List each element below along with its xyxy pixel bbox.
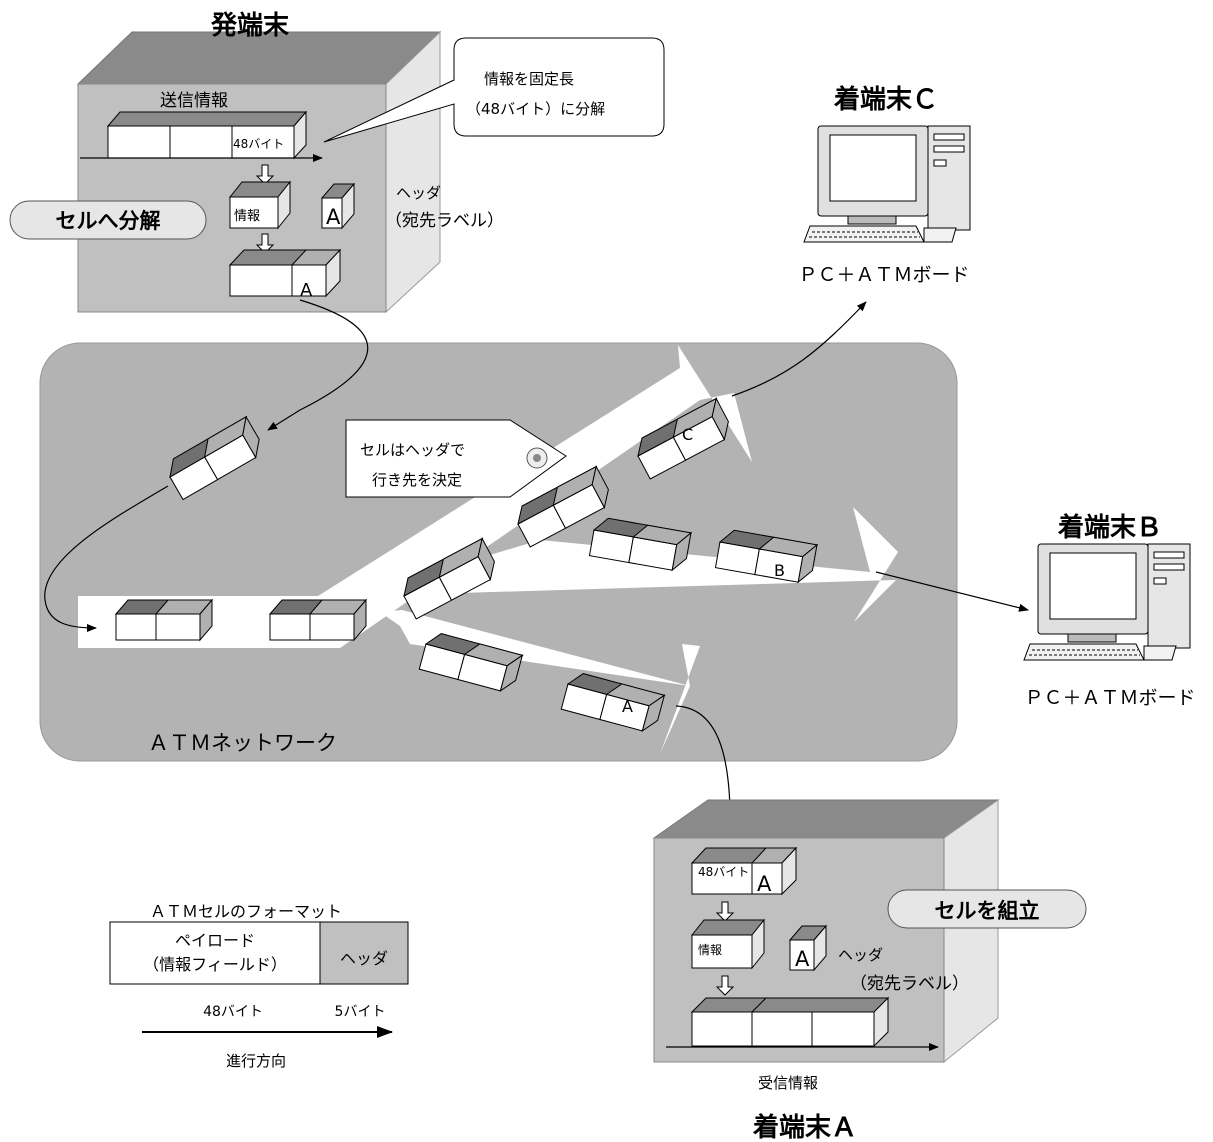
down-arrow-icon: [715, 975, 735, 996]
assemble-pill: [887, 889, 1087, 929]
terminal-b-pc-icon: [1023, 543, 1191, 661]
sender-dest-label: （宛先ラベル）: [385, 211, 504, 231]
sender-header-label: ヘッダ: [396, 184, 441, 202]
sender-cell-letter: A: [300, 280, 313, 301]
format-payload-line2: （情報フィールド）: [143, 955, 287, 974]
path-sender-to-network: [267, 299, 369, 431]
direction-label: 進行方向: [226, 1052, 286, 1070]
receiver-box-side: [943, 799, 999, 1064]
format-payload-line1: ペイロード: [175, 931, 255, 950]
format-payload-box: [109, 921, 321, 985]
down-arrow-icon: [255, 164, 275, 185]
receiver-info-label: 情報: [698, 943, 722, 957]
sender-header-letter: A: [326, 205, 341, 229]
terminal-c-pc-icon: [803, 125, 971, 243]
network-cell: [269, 599, 367, 641]
receiver-title: 着端末Ａ: [752, 1112, 857, 1142]
decompose-pill: [9, 200, 207, 240]
cell-b-label: B: [774, 561, 785, 580]
receiver-dest-label: （宛先ラベル）: [850, 974, 969, 994]
sender-cell: [228, 248, 342, 298]
down-arrow-icon: [715, 901, 735, 922]
cell-a-label: A: [622, 697, 633, 716]
format-header-label: ヘッダ: [340, 949, 388, 968]
path-to-terminal-b: [875, 571, 1029, 612]
terminal-b-caption: ＰＣ＋ＡＴＭボード: [1024, 687, 1195, 709]
callout-line1: 情報を固定長: [484, 70, 574, 88]
network-cell: [115, 599, 213, 641]
path-network-entry: [44, 485, 169, 632]
routing-tag: [345, 419, 567, 498]
cell-c-label: C: [682, 425, 693, 444]
receiver-header-label: ヘッダ: [838, 946, 883, 964]
format-title: ＡＴＭセルのフォーマット: [150, 902, 342, 921]
recv-info-label: 受信情報: [758, 1074, 818, 1092]
terminal-c-caption: ＰＣ＋ＡＴＭボード: [798, 264, 969, 286]
recv-info-blocks: [690, 996, 890, 1048]
send-bytes48: 48バイト: [233, 137, 284, 151]
atm-network-area: [39, 342, 958, 762]
path-to-terminal-c: [731, 301, 867, 397]
sender-info-label: 情報: [234, 209, 260, 224]
receiver-cell-letter: A: [757, 872, 772, 896]
sender-title: 発端末: [210, 11, 290, 41]
sender-header-cube: [320, 182, 356, 230]
receiver-box-top: [652, 799, 1000, 839]
terminal-b-title: 着端末Ｂ: [1057, 512, 1162, 543]
format-payload-bytes: 48バイト: [203, 1004, 263, 1020]
callout-bubble: [323, 37, 665, 143]
receiver-header-letter: A: [795, 947, 810, 971]
format-header-box: [319, 921, 409, 985]
tag-hole-inner: [533, 454, 541, 462]
sender-info-block: [228, 180, 292, 230]
assemble-pill-text: セルを組立: [935, 899, 1040, 923]
terminal-c-title: 着端末Ｃ: [833, 84, 938, 115]
receiver-info-block: [690, 918, 766, 970]
network-label: ＡＴＭネットワーク: [148, 731, 337, 755]
tag-line2: 行き先を決定: [372, 471, 462, 489]
decompose-pill-text: セルへ分解: [56, 209, 161, 233]
receiver-cell: [690, 846, 798, 896]
format-header-bytes: 5バイト: [335, 1004, 386, 1020]
tag-line1: セルはヘッダで: [360, 441, 465, 459]
receiver-bytes48: 48バイト: [698, 865, 749, 879]
send-info-blocks: [106, 110, 308, 160]
callout-line2: （48バイト）に分解: [466, 100, 605, 118]
receiver-header-cube: [788, 924, 828, 972]
down-arrow-icon: [255, 233, 275, 254]
send-info-label: 送信情報: [160, 91, 228, 111]
